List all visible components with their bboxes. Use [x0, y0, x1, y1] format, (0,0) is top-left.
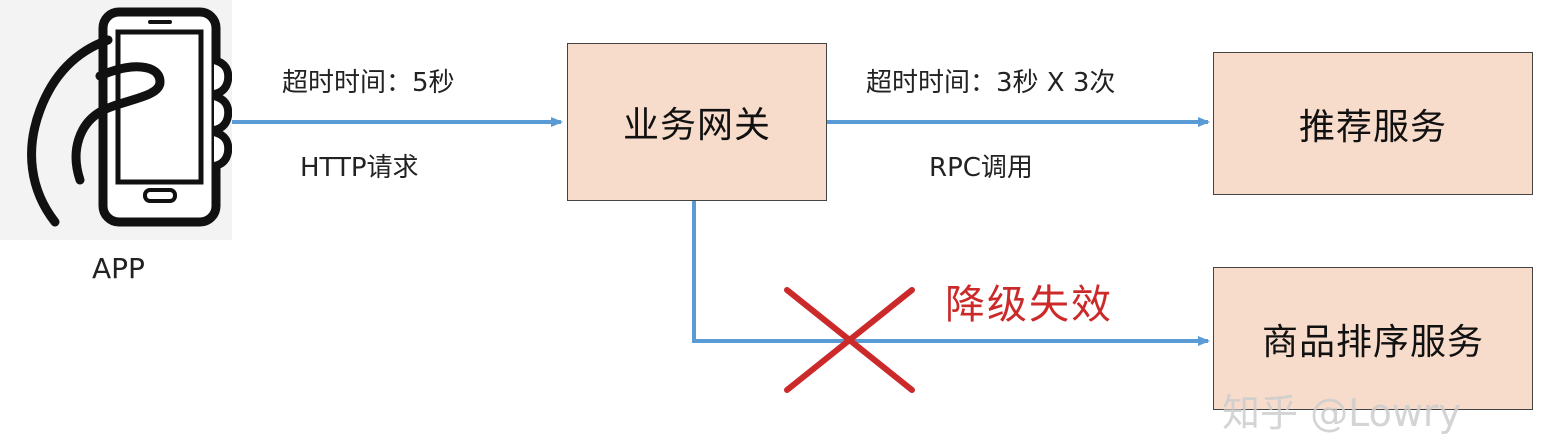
app-gateway-protocol-label: HTTP请求: [300, 153, 419, 183]
app-phone-illustration: [0, 0, 232, 240]
ranking-service-label: 商品排序服务: [1261, 321, 1484, 363]
app-gateway-timeout-label: 超时时间：5秒: [282, 68, 455, 98]
arrow-gateway-to-ranking: [692, 200, 1210, 346]
fail-cross-icon: [784, 287, 915, 393]
gateway-node-label: 业务网关: [622, 105, 771, 146]
watermark: 知乎 @Lowry: [1222, 391, 1462, 435]
recommend-service-label: 推荐服务: [1298, 106, 1447, 148]
gateway-node: 业务网关: [567, 43, 827, 201]
gateway-recommend-timeout-label: 超时时间：3秒 X 3次: [866, 68, 1116, 98]
degrade-failed-label: 降级失效: [945, 282, 1113, 328]
gateway-recommend-protocol-label: RPC调用: [929, 153, 1033, 183]
hand-holding-phone-icon: [27, 7, 232, 227]
ranking-service-node: 商品排序服务: [1213, 267, 1533, 410]
recommend-service-node: 推荐服务: [1213, 52, 1533, 195]
app-label: APP: [92, 252, 145, 285]
